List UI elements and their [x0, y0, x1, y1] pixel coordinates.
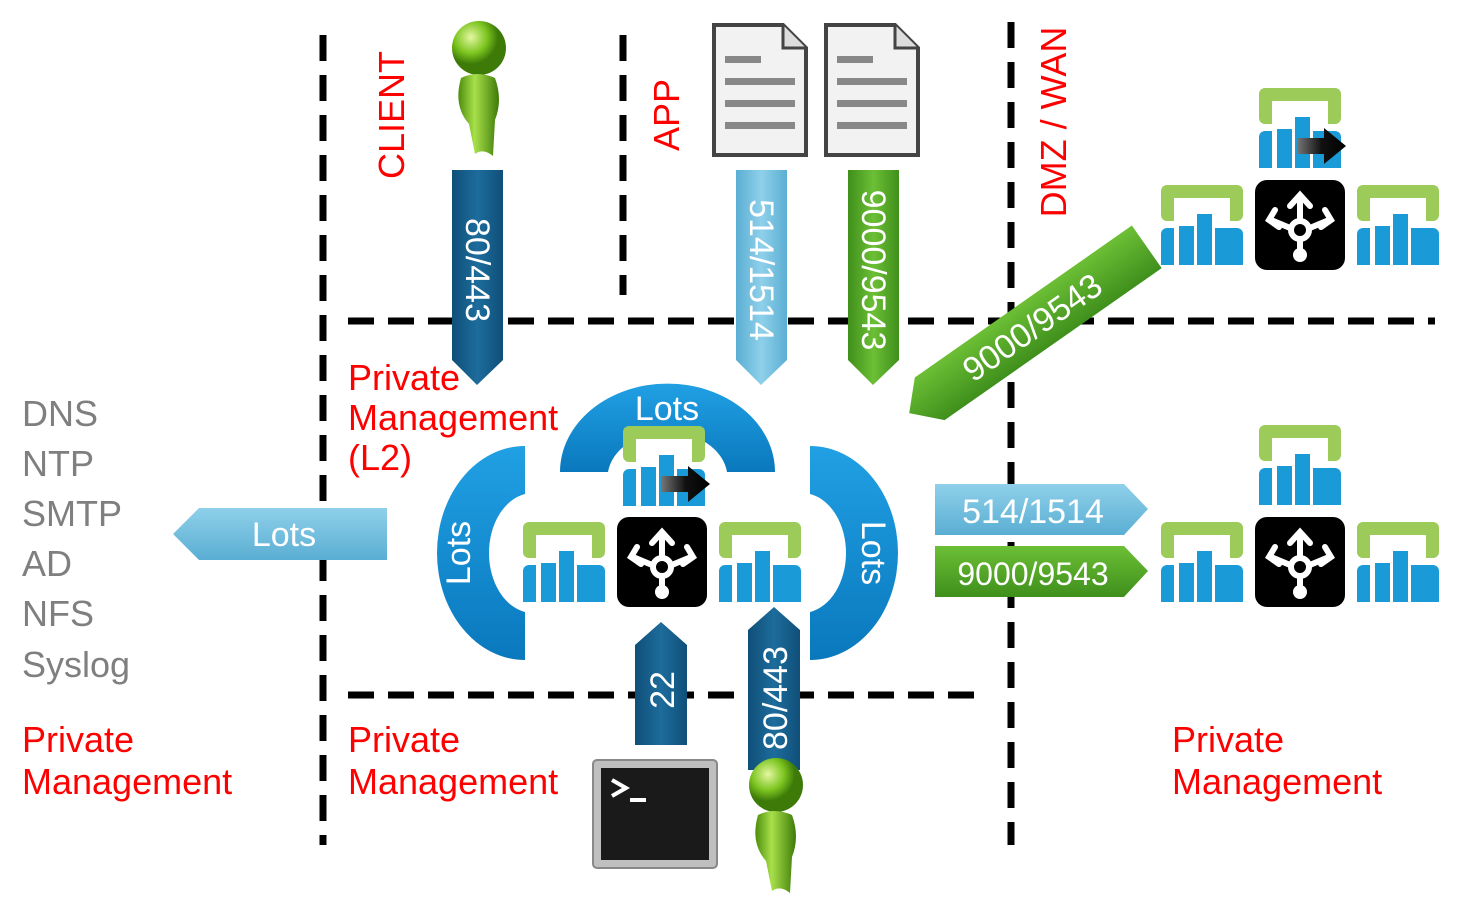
log-node-icon: [1357, 185, 1439, 265]
label-line: Private: [348, 357, 460, 398]
label-line: Management: [1172, 761, 1382, 802]
service-smtp: SMTP: [22, 493, 122, 534]
label-line: (L2): [348, 437, 412, 478]
service-syslog: Syslog: [22, 644, 130, 685]
admin-user-icon: [749, 758, 803, 893]
private-mgmt-l2-label: Private Management (L2): [348, 357, 558, 478]
zone-label-client: CLIENT: [371, 51, 412, 179]
document-icon: [714, 25, 806, 155]
ssh-arrow: 22: [635, 622, 687, 745]
arrow-label: Lots: [252, 516, 316, 554]
arrow-label: 80/443: [458, 218, 496, 322]
forward-arrow-icon: [1297, 128, 1346, 164]
document-icon: [826, 25, 918, 155]
arc-label: Lots: [440, 521, 478, 585]
arrow-label: 9000/9543: [956, 266, 1109, 389]
admin-web-arrow: 80/443: [748, 607, 800, 770]
label-line: Management: [348, 397, 558, 438]
services-lots-arrow: Lots: [173, 508, 387, 560]
cluster-arc-left: Lots: [437, 446, 525, 660]
forward-syslog-arrow: 514/1514: [935, 484, 1148, 535]
arrow-label: 9000/9543: [957, 556, 1108, 592]
arrow-label: 22: [644, 671, 682, 709]
cluster-arc-right: Lots: [810, 446, 898, 660]
log-node-icon: [1259, 425, 1341, 505]
zone-label-dmz: DMZ / WAN: [1033, 27, 1074, 218]
arrow-label: 514/1514: [742, 199, 780, 341]
client-user-icon: [452, 21, 506, 156]
forward-arrow-icon: [661, 466, 710, 502]
arc-label: Lots: [635, 390, 699, 428]
label-line: Private: [348, 719, 460, 760]
log-node-icon: [1357, 522, 1439, 602]
log-node-icon: [719, 522, 801, 602]
service-ntp: NTP: [22, 443, 94, 484]
forward-ingest-arrow: 9000/9543: [935, 546, 1148, 597]
app-syslog-arrow: 514/1514: [736, 170, 787, 385]
log-node-icon: [1161, 522, 1243, 602]
arc-label: Lots: [854, 521, 892, 585]
load-balancer-icon: [1255, 517, 1345, 607]
load-balancer-icon: [617, 517, 707, 607]
zone-label-app: APP: [646, 79, 687, 151]
label-line: Private: [1172, 719, 1284, 760]
log-node-icon: [523, 522, 605, 602]
app-ingest-arrow: 9000/9543: [848, 170, 899, 385]
arrow-label: 514/1514: [962, 493, 1104, 531]
label-line: Management: [22, 761, 232, 802]
service-ad: AD: [22, 543, 72, 584]
arrow-label: 80/443: [757, 646, 795, 750]
client-port-arrow: 80/443: [452, 170, 503, 385]
log-node-icon: [1161, 185, 1243, 265]
services-list: DNS NTP SMTP AD NFS Syslog: [22, 393, 130, 685]
load-balancer-icon: [1255, 180, 1345, 270]
dmz-ingest-arrow: 9000/9543: [909, 225, 1162, 421]
service-nfs: NFS: [22, 593, 94, 634]
label-line: Management: [348, 761, 558, 802]
private-mgmt-center-label: Private Management: [348, 719, 558, 802]
service-dns: DNS: [22, 393, 98, 434]
private-mgmt-left-label: Private Management: [22, 719, 232, 802]
private-mgmt-right-label: Private Management: [1172, 719, 1382, 802]
terminal-icon: [592, 759, 718, 869]
arrow-label: 9000/9543: [854, 190, 892, 351]
label-line: Private: [22, 719, 134, 760]
